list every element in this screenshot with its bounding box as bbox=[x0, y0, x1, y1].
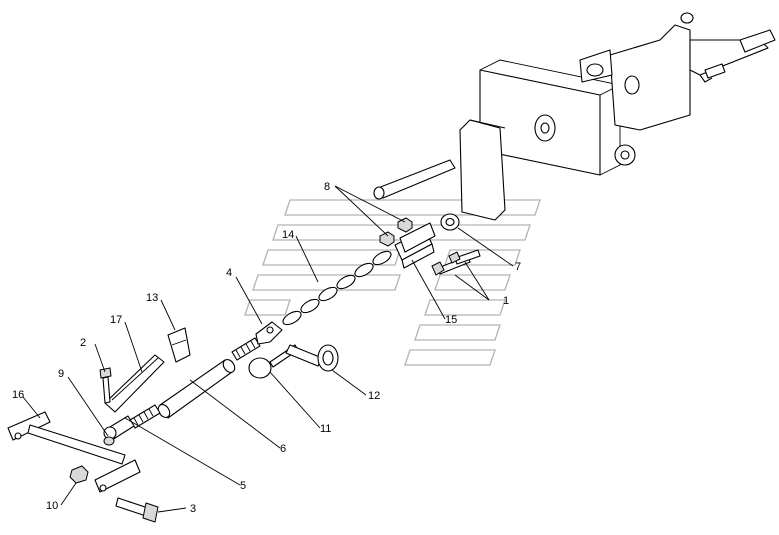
lever-arm bbox=[104, 354, 165, 413]
callout-1: 1 bbox=[503, 295, 509, 307]
clevis-fork bbox=[255, 321, 283, 345]
mounting-bracket-assembly bbox=[459, 12, 776, 221]
callout-9: 9 bbox=[58, 368, 64, 380]
bolt-3 bbox=[115, 497, 159, 523]
nut-10 bbox=[69, 465, 89, 484]
callout-3: 3 bbox=[190, 503, 196, 515]
callout-2: 2 bbox=[80, 337, 86, 349]
base-bracket-frame bbox=[7, 411, 141, 493]
leader-lines bbox=[22, 185, 514, 513]
handle-pin bbox=[285, 344, 339, 372]
chain bbox=[282, 250, 392, 326]
callout-7: 7 bbox=[515, 261, 521, 273]
callout-12: 12 bbox=[368, 390, 380, 402]
callout-4: 4 bbox=[226, 267, 232, 279]
threaded-rod-ends bbox=[129, 337, 261, 429]
callout-11: 11 bbox=[320, 423, 331, 435]
watermark-logo bbox=[244, 199, 541, 366]
chain-clamp-plates bbox=[394, 222, 436, 269]
long-pin-bolt bbox=[373, 159, 456, 200]
turnbuckle-body bbox=[157, 359, 236, 419]
callout-6: 6 bbox=[280, 443, 286, 455]
callout-16: 16 bbox=[12, 389, 24, 401]
callout-13: 13 bbox=[146, 292, 158, 304]
callout-15: 15 bbox=[445, 314, 457, 326]
callout-labels: 1 2 3 4 5 6 7 8 9 10 11 12 13 14 15 16 1… bbox=[12, 181, 521, 515]
eye-end bbox=[103, 415, 135, 446]
washer bbox=[440, 213, 460, 231]
callout-5: 5 bbox=[240, 480, 246, 492]
locking-plate bbox=[167, 327, 191, 363]
hex-bolts bbox=[431, 249, 481, 276]
callout-10: 10 bbox=[46, 500, 58, 512]
callout-17: 17 bbox=[110, 314, 122, 326]
hex-nuts bbox=[379, 217, 413, 247]
callout-14: 14 bbox=[282, 229, 294, 241]
callout-8: 8 bbox=[324, 181, 330, 193]
bolt-2 bbox=[99, 367, 112, 404]
